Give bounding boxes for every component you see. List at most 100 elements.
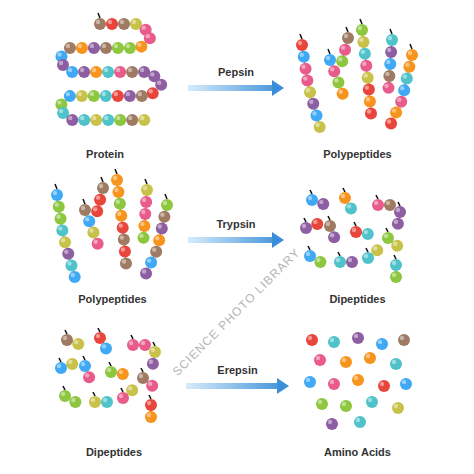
chain-end [346,27,348,32]
chain-end [390,29,392,34]
bead-highlight [368,398,372,402]
chain-end [398,202,400,206]
amino-acid-bead [366,396,378,408]
amino-acid-bead [78,114,90,126]
bead-highlight [326,56,330,60]
amino-acid-bead [91,205,103,217]
bead-highlight [396,208,400,212]
bead-highlight [81,206,85,210]
bead-highlight [348,258,352,262]
peptide-bond [61,24,161,120]
amino-acid-bead [384,58,396,70]
bead-highlight [312,111,316,115]
chain-end [310,190,312,194]
amino-acid-bead [362,252,374,264]
bead-highlight [373,246,377,250]
bead-highlight [93,207,97,211]
amino-acid-bead [83,215,95,227]
amino-acid-bead [311,218,323,230]
amino-acid-bead [391,240,403,252]
bead-highlight [61,238,65,242]
amino-acid-bead [352,374,364,386]
bead-highlight [157,81,161,85]
arrow-head [277,378,289,394]
amino-acid-bead [66,66,78,78]
bead-highlight [163,201,167,205]
amino-acid-bead [158,211,170,223]
arrow-shaft [188,237,272,243]
bead-highlight [114,188,118,192]
amino-acid-bead [406,49,418,61]
peptide-bond [391,55,412,123]
amino-acid-bead [328,336,340,348]
bead-highlight [306,378,310,382]
amino-acid-bead [334,256,346,268]
bead-highlight [330,233,334,237]
bead-highlight [309,100,313,104]
amino-acid-bead [301,75,313,87]
amino-acid-bead [365,108,377,120]
bead-highlight [103,398,107,402]
chain-end [304,218,306,222]
amino-acid-bead [364,96,376,108]
amino-acid-bead [300,63,312,75]
amino-acid-bead [364,352,376,364]
bead-highlight [330,338,334,342]
bead-highlight [402,380,406,384]
amino-acid-bead [51,189,63,201]
amino-acid-bead [72,338,84,350]
bead-highlight [316,258,320,262]
bead-highlight [57,364,61,368]
amino-acid-bead [66,358,78,370]
amino-acid-bead [155,79,167,91]
amino-acid-bead [145,399,157,411]
amino-acid-bead [392,402,404,414]
amino-acid-bead [392,218,404,230]
stage-group: Dipeptides [286,172,429,307]
chain-end [376,195,378,199]
amino-acid-bead [383,82,395,94]
bead-highlight [301,65,305,69]
stage-caption: Polypeptides [41,293,184,305]
amino-acid-bead [114,66,126,78]
bead-highlight [358,26,362,30]
amino-acid-bead [100,90,112,102]
amino-acid-bead [97,182,109,194]
chain-end [115,169,117,174]
amino-acid-bead [332,76,344,88]
bead-highlight [326,222,330,226]
bead-highlight [114,44,118,48]
bead-highlight [55,203,59,207]
bead-highlight [85,217,89,221]
bead-highlight [364,230,368,234]
amino-acid-bead [61,334,73,346]
bead-highlight [102,344,106,348]
amino-acid-bead [78,66,90,78]
amino-acid-bead [94,332,106,344]
amino-acid-bead [342,32,354,44]
bead-highlight [384,234,388,238]
bead-highlight [140,222,144,226]
amino-acid-bead [352,332,364,344]
bead-highlight [139,234,143,238]
amino-acid-bead [112,42,124,54]
amino-acid-bead [326,418,338,430]
amino-acid-bead [339,192,351,204]
bead-highlight [338,90,342,94]
amino-acid-bead [140,196,152,208]
bead-highlight [342,402,346,406]
arrow-head [272,80,284,96]
bead-highlight [394,404,398,408]
bead-highlight [140,68,144,72]
bead-highlight [367,109,371,113]
amino-acid-bead [336,55,348,67]
bead-highlight [141,210,145,214]
amino-acid-bead [88,90,100,102]
amino-acid-bead [390,107,402,119]
stage-caption: Dipeptides [46,446,182,458]
amino-acid-bead [314,121,326,133]
chain-end [153,342,155,346]
bead-highlight [120,20,124,24]
bead-highlight [138,92,142,96]
bead-highlight [330,67,334,71]
